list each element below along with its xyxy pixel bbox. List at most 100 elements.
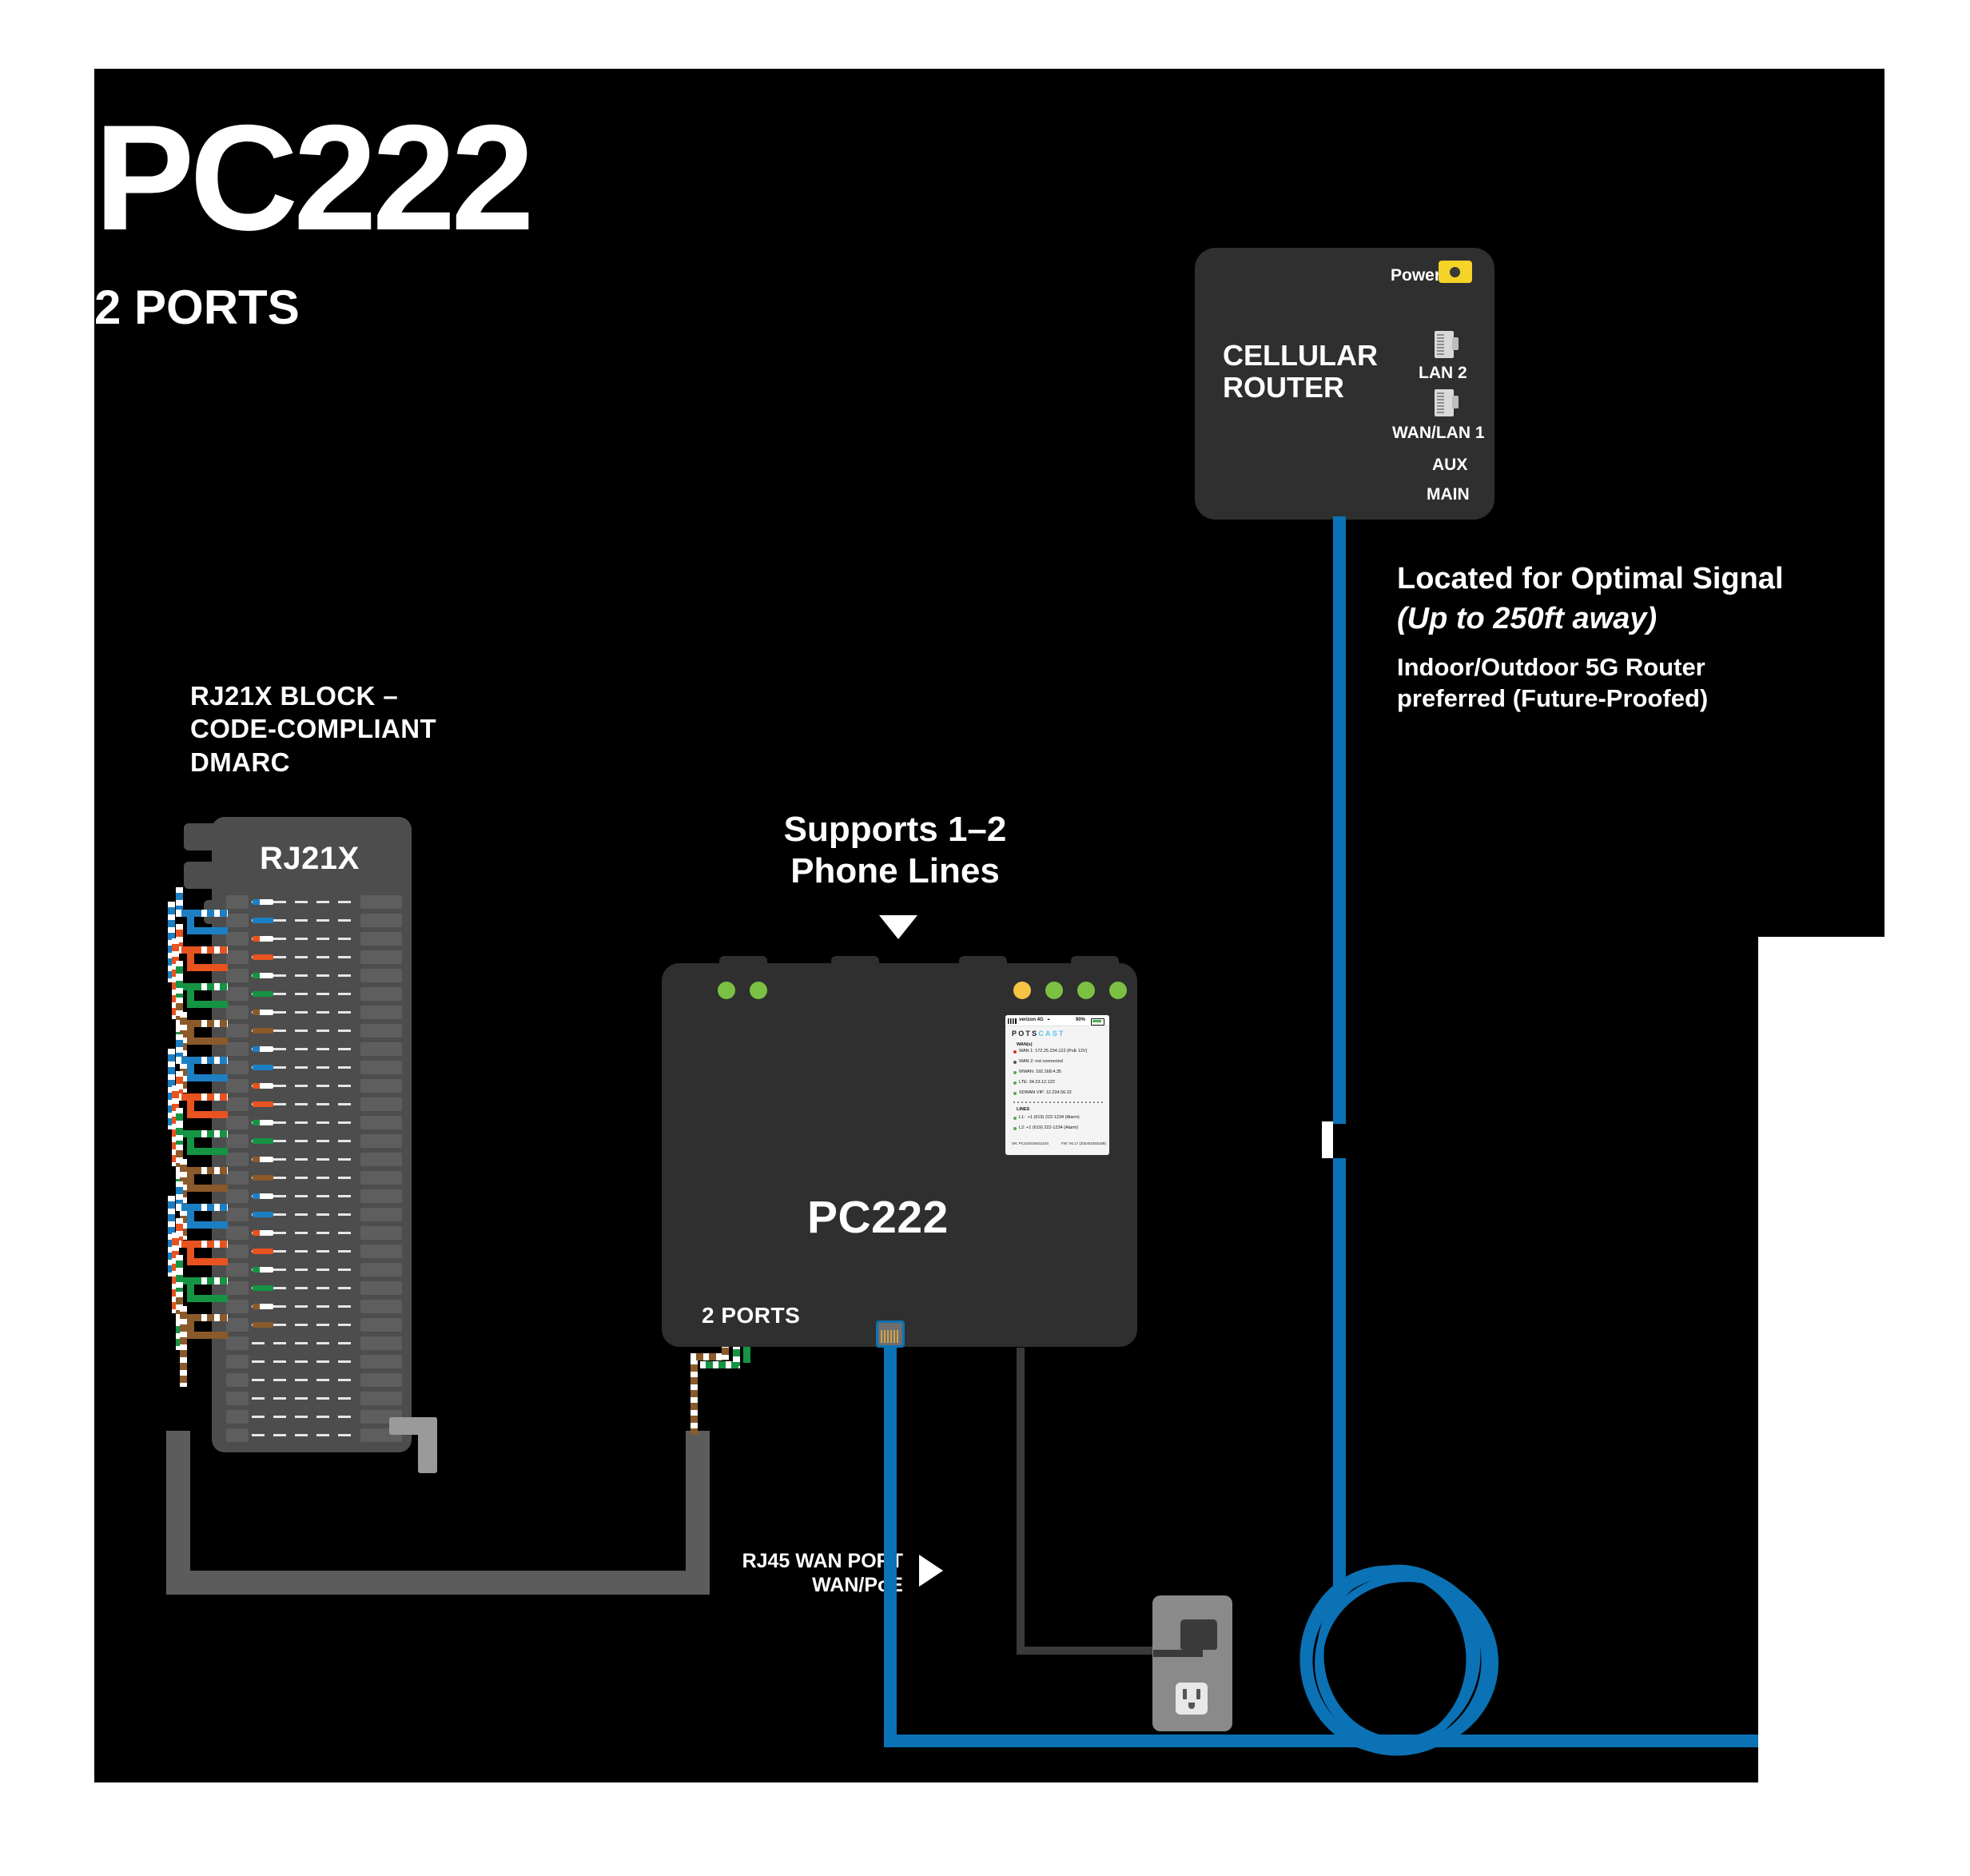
screen-status-bar: verizon 4G ◓ 90% (1005, 1015, 1109, 1026)
wire-termination (253, 1193, 273, 1199)
pc222-rj45-port-icon[interactable] (876, 1320, 905, 1348)
rj21x-label: RJ21X (260, 841, 360, 876)
wire-tip-vertical (176, 1145, 183, 1173)
punchdown-trace (252, 1360, 357, 1363)
wire-tip-horizontal (176, 1020, 228, 1027)
wire-termination (253, 1065, 273, 1070)
punchdown-pad (226, 1281, 249, 1295)
punchdown-trace (252, 1397, 357, 1400)
punchdown-row (226, 932, 402, 946)
wire-termination (253, 899, 273, 905)
wire-ring-horizontal (187, 1185, 228, 1192)
punchdown-pad (226, 1061, 249, 1074)
wire-termination (253, 936, 273, 942)
wire-termination (253, 1083, 273, 1089)
punchdown-pad (360, 1134, 402, 1148)
status-led-right-4 (1109, 982, 1127, 999)
wire-termination (253, 1285, 273, 1291)
wifi-icon: ◓ (1047, 1018, 1051, 1023)
triangle-right-icon (919, 1555, 943, 1587)
wire-ring-horizontal (187, 927, 228, 934)
rj21x-punchdown-rows (226, 895, 410, 1455)
punchdown-pad (226, 1042, 249, 1056)
punchdown-trace (252, 1177, 357, 1179)
wan-row-text: WAN 1: 172.25.234.122 (PoE 12V) (1019, 1049, 1088, 1054)
wire-ring-horizontal (187, 1295, 228, 1302)
screen-divider (1013, 1101, 1103, 1103)
wanlan1-rj45-icon[interactable] (1435, 389, 1459, 416)
wire-ring-horizontal (187, 1038, 228, 1045)
lan2-rj45-icon[interactable] (1435, 331, 1459, 358)
wire-trunk (168, 1049, 175, 1130)
wire-trunk (168, 1196, 175, 1277)
punchdown-pad (226, 1410, 249, 1424)
punchdown-pad (226, 1079, 249, 1093)
punchdown-row (226, 1336, 402, 1350)
punchdown-pad (360, 1042, 402, 1056)
punchdown-pad (226, 1392, 249, 1405)
punchdown-pad (360, 1189, 402, 1203)
screen-lines-title: LINES (1017, 1107, 1030, 1112)
wire-tip-horizontal (176, 1093, 228, 1101)
note-optimal-signal: Located for Optimal Signal (1397, 562, 1784, 595)
status-led-right-1 (1013, 982, 1031, 999)
cellular-router-label: CELLULAR ROUTER (1223, 339, 1378, 404)
punchdown-pad (360, 1024, 402, 1038)
wire-tip-horizontal (176, 910, 228, 917)
punchdown-trace (252, 1434, 357, 1436)
punchdown-trace (252, 1048, 357, 1050)
punchdown-row (226, 895, 402, 909)
punchdown-pad (360, 914, 402, 927)
wire-tip-horizontal (176, 983, 228, 990)
punchdown-pad (360, 1392, 402, 1405)
punchdown-pad (226, 1171, 249, 1185)
cellular-router[interactable] (1195, 248, 1494, 520)
punchdown-pad (226, 1208, 249, 1221)
wire-termination (253, 1138, 273, 1144)
punchdown-trace (252, 1195, 357, 1197)
wire-ring-vertical (187, 1314, 194, 1333)
battery-percent: 90% (1076, 1018, 1086, 1022)
gray-cable-right-vertical (686, 1431, 710, 1595)
wire-green-up (733, 1331, 740, 1366)
device-screen[interactable]: verizon 4G ◓ 90% POTSCAST WAN(s) WAN 1: … (1005, 1015, 1109, 1155)
punchdown-trace (252, 1342, 357, 1344)
background-block-top (94, 69, 1884, 937)
line-row-text: L1: +1 (619) 222-1234 (Alarm) (1019, 1115, 1080, 1120)
punchdown-row (226, 1318, 402, 1332)
wire-ring-vertical (187, 1241, 194, 1260)
punchdown-pad (226, 1134, 249, 1148)
punchdown-row (226, 1097, 402, 1111)
rj21x-bracket (389, 1417, 437, 1473)
wire-tip-horizontal (176, 1241, 228, 1248)
punchdown-row (226, 1392, 402, 1405)
punchdown-pad (226, 932, 249, 946)
wire-trunk (180, 1306, 187, 1388)
punchdown-pad (226, 1189, 249, 1203)
triangle-down-icon (879, 915, 917, 939)
punchdown-pad (360, 1300, 402, 1313)
wire-ring-vertical (187, 946, 194, 966)
punchdown-pad (360, 1281, 402, 1295)
punchdown-pad (360, 1006, 402, 1019)
punchdown-pad (360, 1171, 402, 1185)
wire-termination (253, 1230, 273, 1236)
punchdown-trace (252, 1030, 357, 1032)
punchdown-row (226, 1355, 402, 1368)
punchdown-row (226, 1428, 402, 1442)
wire-termination (253, 1120, 273, 1125)
wire-tip-vertical (176, 1181, 183, 1210)
outlet-socket-icon (1176, 1683, 1208, 1715)
punchdown-row (226, 1281, 402, 1295)
punchdown-pad (360, 895, 402, 909)
wire-tip-horizontal (176, 1057, 228, 1064)
punchdown-pad (226, 1006, 249, 1019)
punchdown-pad (360, 1226, 402, 1240)
wire-termination (253, 1101, 273, 1107)
wire-tip-vertical (176, 998, 183, 1026)
punchdown-trace (252, 1158, 357, 1161)
wire-ring-vertical (187, 1130, 194, 1149)
punchdown-pad (360, 969, 402, 982)
punchdown-trace (252, 1066, 357, 1069)
